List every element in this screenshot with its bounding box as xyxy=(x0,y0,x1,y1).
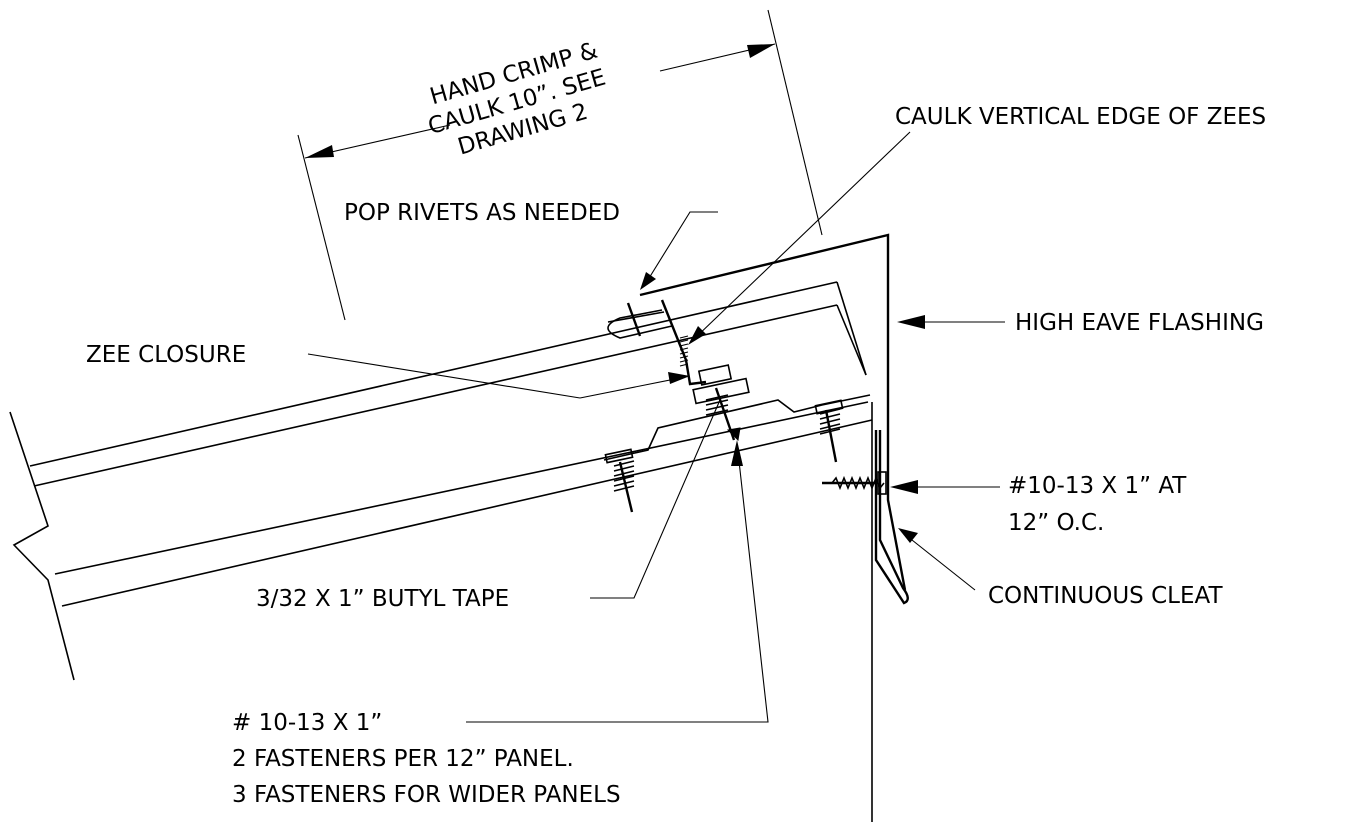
leader-butyl-tape xyxy=(590,399,721,599)
zee-closure-assembly xyxy=(607,299,750,405)
caulk-vertical-label: CAULK VERTICAL EDGE OF ZEES xyxy=(895,104,1266,130)
caulk-bead xyxy=(679,335,689,367)
flashing-inner-return-2 xyxy=(836,304,867,376)
butyl-tape-block xyxy=(692,377,750,405)
roof-panel-line-3 xyxy=(54,401,869,575)
extension-line-right xyxy=(767,9,823,236)
fastener-screw-1 xyxy=(604,448,635,513)
leader-zee-closure-2 xyxy=(579,377,681,399)
roof-panel-bottom-line xyxy=(61,419,873,607)
high-eave-flashing-label: HIGH EAVE FLASHING xyxy=(1015,310,1264,336)
roof-structure xyxy=(9,233,909,822)
high-eave-flashing-profile xyxy=(639,233,907,591)
pop-rivet-hem xyxy=(607,309,673,339)
fasteners xyxy=(604,387,887,513)
leader-zee-closure xyxy=(307,353,581,399)
hand-crimp-note: HAND CRIMP & CAULK 10”. SEE DRAWING 2 xyxy=(425,38,608,161)
fastener-screw-2 xyxy=(705,387,741,442)
zee-closure-profile xyxy=(660,299,707,386)
flashing-inner-return xyxy=(836,281,867,376)
leader-lines xyxy=(307,131,1005,723)
fastener-at-line-1: #10-13 X 1” AT xyxy=(1008,473,1187,499)
continuous-cleat xyxy=(874,430,909,605)
fastener-note-line-1: # 10-13 X 1” xyxy=(232,710,382,736)
leader-caulk-vertical xyxy=(692,131,911,341)
dimension-lines xyxy=(297,9,823,321)
dimension-arrow-left xyxy=(305,145,334,158)
zee-closure-label: ZEE CLOSURE xyxy=(86,342,246,368)
pop-rivet-shank xyxy=(626,302,642,337)
leader-pop-rivets xyxy=(645,211,718,284)
leader-fastener-note xyxy=(466,451,769,723)
pop-rivets-label: POP RIVETS AS NEEDED xyxy=(344,200,620,226)
leader-continuous-cleat xyxy=(911,539,976,591)
fastener-cleat-screw xyxy=(822,471,887,495)
continuous-cleat-label: CONTINUOUS CLEAT xyxy=(988,583,1223,609)
labels: HAND CRIMP & CAULK 10”. SEE DRAWING 2 CA… xyxy=(86,38,1266,808)
fastener-note-line-2: 2 FASTENERS PER 12” PANEL. xyxy=(232,746,574,772)
sealing-washer-block xyxy=(697,364,733,386)
extension-line-left xyxy=(297,134,346,321)
pop-rivet-pin xyxy=(607,311,665,323)
butyl-tape-label: 3/32 X 1” BUTYL TAPE xyxy=(256,586,509,612)
fastener-at-line-2: 12” O.C. xyxy=(1008,510,1104,536)
dimension-arrow-right xyxy=(747,44,775,58)
fastener-screw-3 xyxy=(814,399,844,463)
break-line xyxy=(9,411,75,681)
fastener-note-line-3: 3 FASTENERS FOR WIDER PANELS xyxy=(232,782,621,808)
roof-panel-line-2 xyxy=(33,304,838,487)
